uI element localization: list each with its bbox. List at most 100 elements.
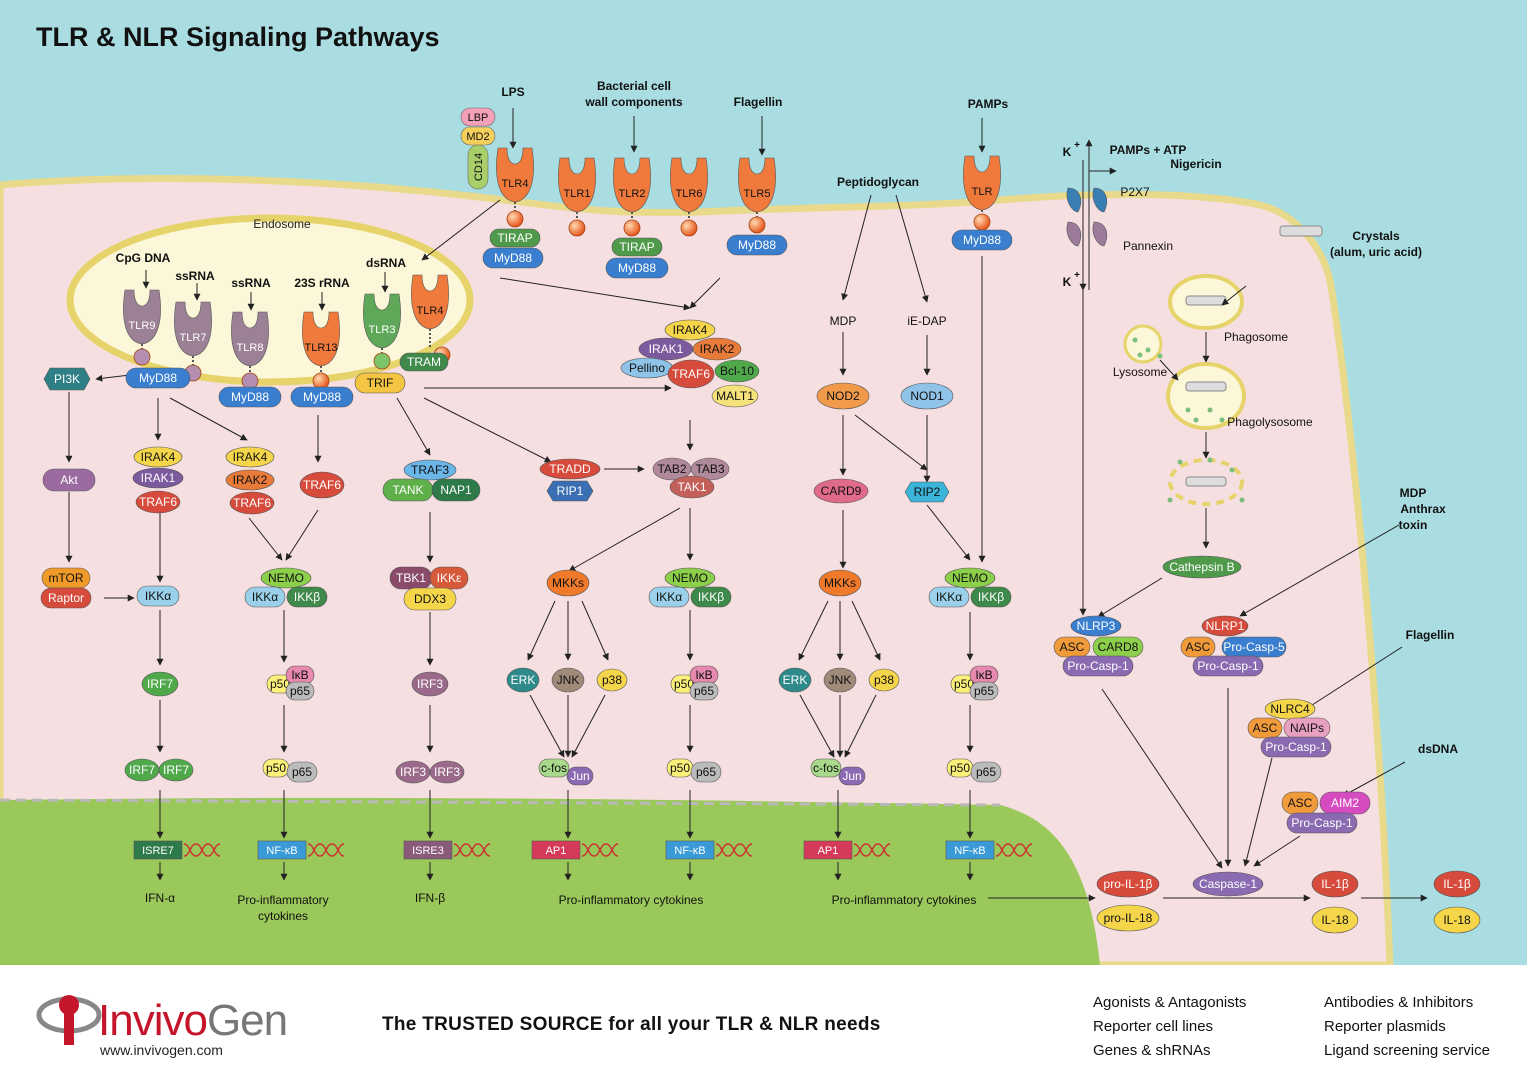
molecule-il18: IL-18 (1311, 906, 1359, 934)
service-link[interactable]: Agonists & Antagonists (1093, 994, 1247, 1011)
molecule-label: MyD88 (618, 261, 656, 275)
pathway-arrow (895, 194, 929, 303)
receptor-tlr5: TLR5 (738, 157, 776, 232)
molecule-ikka: IKKα (648, 586, 690, 608)
molecule-label: IRF3 (434, 765, 460, 779)
pathway-arrow (568, 507, 681, 572)
gene-isre3: ISRE3 (403, 840, 491, 860)
molecule-label: IRF7 (129, 763, 155, 777)
receptor-label: TLR13 (304, 342, 337, 354)
molecule-label: Pro-Casp-5 (1223, 640, 1285, 654)
dna-helix-icon (853, 843, 891, 857)
gene-label: ISRE7 (142, 845, 174, 857)
molecule-label: Pro-Casp-1 (1197, 659, 1259, 673)
receptor-tlr4e: TLR4 (411, 274, 449, 349)
granule-icon (1177, 459, 1183, 465)
pathway-arrow (851, 600, 881, 661)
molecule-il1b: IL-1β (1433, 870, 1481, 898)
website-url[interactable]: www.invivogen.com (100, 1042, 223, 1058)
ion-charge: + (1074, 270, 1080, 281)
service-link[interactable]: Antibodies & Inhibitors (1324, 994, 1474, 1011)
tir-domain-icon (133, 348, 151, 366)
molecule-label: NLRP1 (1206, 619, 1245, 633)
molecule-irf3: IRF3 (395, 760, 431, 784)
endosome-label: Endosome (253, 217, 311, 231)
molecule-label: TBK1 (396, 571, 426, 585)
invivogen-logo-icon (36, 995, 102, 1045)
molecule-label: TIRAP (497, 231, 532, 245)
logo-invivo: Invivo (98, 996, 208, 1045)
service-link[interactable]: Reporter cell lines (1093, 1018, 1214, 1035)
granule-icon (1185, 407, 1191, 413)
molecule-traf3: TRAF3 (403, 459, 457, 481)
molecule-p65: p65 (690, 761, 722, 783)
molecule-label: TRADD (549, 462, 591, 476)
service-link[interactable]: Genes & shRNAs (1093, 1042, 1211, 1059)
ligand-label: PAMPs (968, 97, 1009, 111)
molecule-ikb: IκB (689, 665, 719, 685)
receptor-label: TLR6 (676, 188, 703, 200)
pathway-arrow (581, 600, 609, 661)
molecule-p65: p65 (969, 681, 999, 701)
gene-nfkb: NF-κB (945, 840, 1033, 860)
dna-helix-icon (581, 843, 619, 857)
organelle-label: Lysosome (1113, 365, 1168, 379)
molecule-label: TRAF6 (139, 495, 177, 509)
ligand-label: MDP (1400, 486, 1427, 500)
molecule-label: p65 (976, 765, 996, 779)
molecule-cathepsin: Cathepsin B (1162, 555, 1242, 579)
molecule-malt1: MALT1 (711, 384, 759, 408)
molecule-label: p50 (950, 761, 970, 775)
molecule-rip2: RIP2 (904, 481, 950, 503)
molecule-bcl10: Bcl-10 (714, 359, 760, 383)
molecule-label: TRAF6 (233, 496, 271, 510)
molecule-label: p50 (270, 677, 290, 691)
molecule-irf3: IRF3 (411, 671, 449, 697)
molecule-myd88_2: MyD88 (605, 257, 669, 279)
gene-label: NF-κB (674, 845, 705, 857)
granule-icon (1193, 417, 1199, 423)
molecule-traf6_d: TRAF6 (299, 471, 345, 499)
molecule-nemo: NEMO (260, 567, 312, 589)
molecule-procasp1: Pro-Casp-1 (1192, 655, 1264, 677)
molecule-label: JNK (557, 673, 580, 687)
receptor-tlr1: TLR1 (558, 157, 596, 232)
molecule-irak4_c: IRAK4 (664, 319, 716, 341)
molecule-label: TRAF6 (303, 478, 341, 492)
gene-ap1: AP1 (803, 840, 891, 860)
molecule-label: Raptor (48, 591, 84, 605)
molecule-traf6_a: TRAF6 (135, 490, 181, 514)
service-link[interactable]: Ligand screening service (1324, 1042, 1490, 1059)
molecule-tirap2: TIRAP (611, 237, 663, 257)
molecule-label: p65 (974, 684, 994, 698)
service-link[interactable]: Reporter plasmids (1324, 1018, 1446, 1035)
dna-helix-icon (307, 843, 345, 857)
molecule-label: IL-18 (1443, 913, 1471, 927)
molecule-p50: p50 (262, 758, 290, 778)
molecule-label: c-fos (813, 761, 839, 775)
molecule-label: pro-IL-1β (1104, 877, 1153, 891)
gene-label: NF-κB (954, 845, 985, 857)
molecule-label: NLRP3 (1077, 619, 1116, 633)
molecule-irf7: IRF7 (141, 671, 179, 697)
molecule-ikkb: IKKβ (690, 586, 732, 608)
ion-label: K (1063, 145, 1072, 159)
molecule-label: TRIF (367, 376, 394, 390)
molecule-asc: ASC (1180, 636, 1216, 658)
molecule-label: CARD9 (821, 484, 862, 498)
molecule-label: IKKα (936, 590, 962, 604)
molecule-label: IκB (695, 668, 712, 682)
granule-icon (1132, 337, 1138, 343)
invivogen-logo[interactable]: InvivoGen (98, 996, 288, 1046)
molecule-label: NOD2 (826, 389, 860, 403)
molecule-label: LBP (468, 112, 489, 124)
molecule-label: NOD1 (910, 389, 944, 403)
molecule-label: MKKs (824, 576, 856, 590)
molecule-mkks: MKKs (818, 569, 862, 597)
molecule-irak1_c: IRAK1 (638, 337, 694, 361)
molecule-label: Pellino (629, 361, 665, 375)
tir-domain-icon (623, 219, 641, 237)
molecule-nlrc4: NLRC4 (1264, 698, 1316, 720)
pathway-arrow (926, 504, 971, 561)
molecule-label: NEMO (952, 571, 988, 585)
